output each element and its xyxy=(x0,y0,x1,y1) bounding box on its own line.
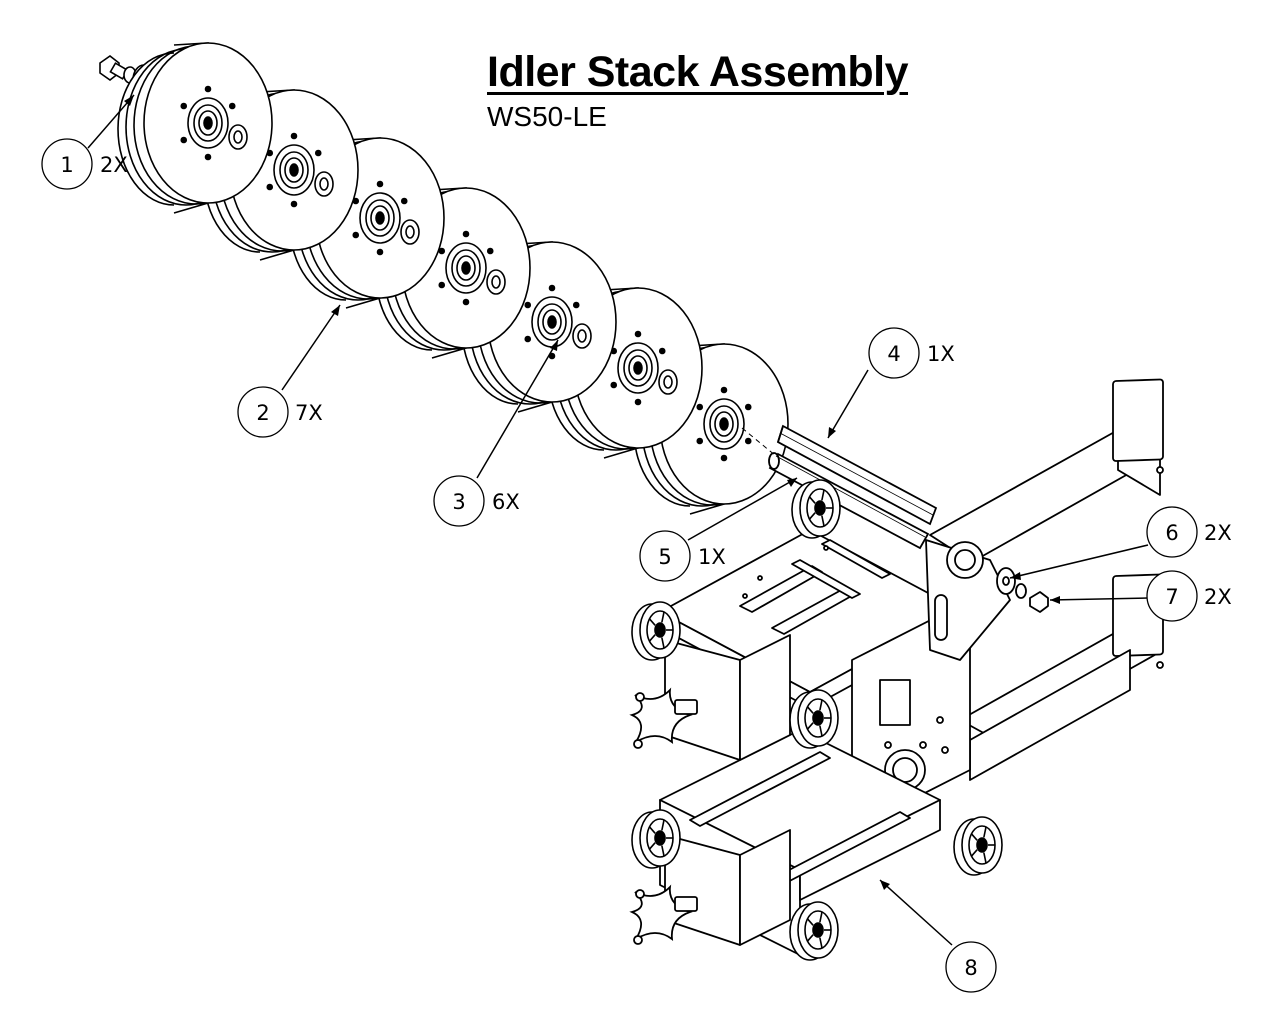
wheel xyxy=(631,809,681,869)
callout-8: 8 xyxy=(945,941,997,993)
star-knob-lower xyxy=(629,884,698,945)
leader-arrowheads xyxy=(124,95,1060,890)
callout-number: 7 xyxy=(1165,585,1178,609)
callout-qty: 7X xyxy=(295,401,323,425)
wheel xyxy=(791,479,841,539)
callout-number: 6 xyxy=(1165,521,1178,545)
callout-qty: 2X xyxy=(100,153,128,177)
retainer-bar-part-4 xyxy=(776,424,938,526)
callout-number: 5 xyxy=(658,545,671,569)
diagram-title: Idler Stack Assembly xyxy=(487,48,909,96)
callout-2: 2 7X xyxy=(237,386,323,438)
wheel xyxy=(631,601,681,661)
frame-assembly-part-8 xyxy=(659,378,1164,956)
callout-number: 8 xyxy=(964,956,977,980)
bolt-part-7 xyxy=(1029,591,1049,613)
callout-5: 5 1X xyxy=(639,530,726,582)
shaft-part-5 xyxy=(768,452,930,550)
sheave xyxy=(117,42,273,214)
axis-centerline xyxy=(741,427,777,457)
callout-qty: 2X xyxy=(1204,521,1232,545)
callout-7: 7 2X xyxy=(1146,570,1232,622)
wheel xyxy=(789,901,839,961)
callout-number: 4 xyxy=(887,342,900,366)
sheave-stack xyxy=(117,42,789,515)
callout-qty: 1X xyxy=(698,545,726,569)
wheel xyxy=(953,816,1003,876)
sheave xyxy=(461,241,617,413)
leader-lines xyxy=(87,94,1149,946)
callout-6: 6 2X xyxy=(1146,506,1232,558)
callout-4: 4 1X xyxy=(868,327,955,379)
star-knob-upper xyxy=(629,687,698,749)
callout-3: 3 6X xyxy=(433,475,520,527)
callout-qty: 1X xyxy=(927,342,955,366)
diagram-subtitle: WS50-LE xyxy=(487,101,607,132)
callout-number: 3 xyxy=(452,490,465,514)
callout-qty: 2X xyxy=(1204,585,1232,609)
callout-1: 1 2X xyxy=(41,138,128,190)
callout-number: 2 xyxy=(256,401,269,425)
callout-qty: 6X xyxy=(492,490,520,514)
wheel xyxy=(789,689,839,749)
frame-wheels xyxy=(631,479,1003,961)
callout-number: 1 xyxy=(60,153,73,177)
